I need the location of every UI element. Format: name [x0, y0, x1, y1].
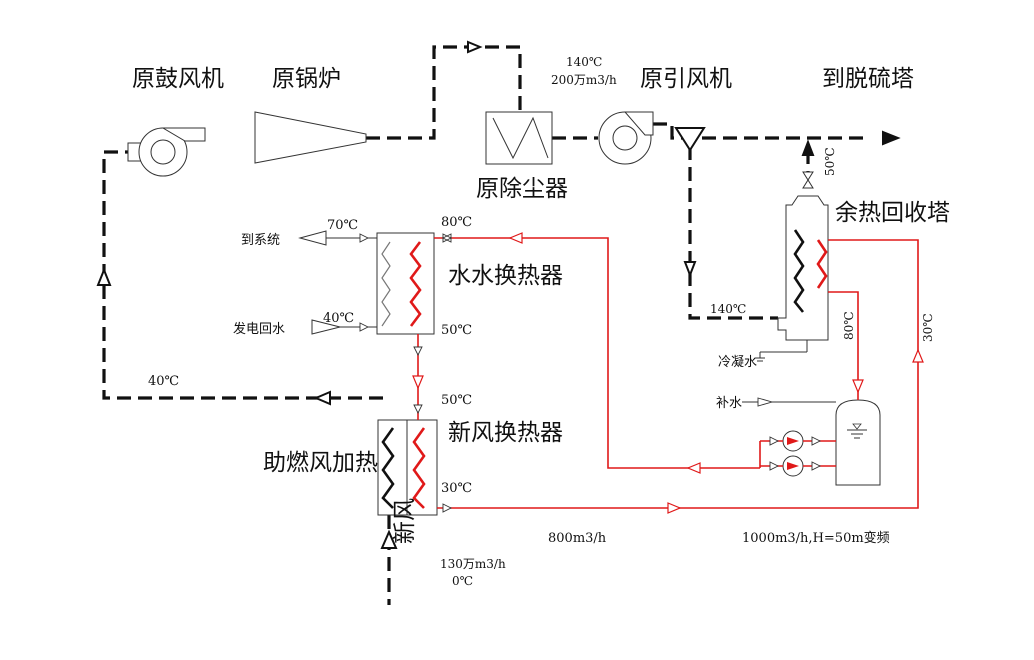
- water-hx-symbol: [376, 232, 435, 335]
- temp-80-side: 80℃: [842, 311, 856, 340]
- temp-30-air: 30℃: [441, 481, 472, 496]
- air-hx-label: 新风换热器: [448, 420, 563, 446]
- temp-50-air: 50℃: [441, 393, 472, 408]
- system-lines: [298, 230, 836, 407]
- power-return-label: 发电回水: [233, 321, 285, 337]
- pump-spec: 1000m3/h,H=50m变频: [742, 530, 890, 546]
- temp-30-side: 30℃: [921, 313, 935, 342]
- temp-80-hx: 80℃: [441, 215, 472, 230]
- drum-fan-symbol: [127, 127, 206, 177]
- boiler-label: 原锅炉: [272, 66, 341, 92]
- water-tank-symbol: [835, 399, 881, 486]
- condensate-label: 冷凝水: [718, 354, 757, 370]
- tower-valve: [802, 171, 814, 189]
- boiler-symbol: [254, 111, 367, 164]
- drum-fan-label: 原鼓风机: [132, 66, 224, 92]
- dust-collector-symbol: [485, 111, 553, 165]
- temp-50-hx: 50℃: [441, 323, 472, 338]
- flow-arrows: [96, 40, 901, 549]
- fresh-air-label: 新风: [392, 498, 418, 544]
- waste-heat-tower-label: 余热回收塔: [835, 200, 950, 226]
- small-valves: [413, 233, 822, 513]
- to-system-label: 到系统: [241, 233, 280, 248]
- temp-70: 70℃: [327, 218, 358, 233]
- induced-fan-label: 原引风机: [640, 66, 732, 92]
- dust-collector-label: 原除尘器: [476, 176, 568, 202]
- water-hx-label: 水水换热器: [448, 263, 563, 289]
- temp-40-left: 40℃: [148, 374, 179, 389]
- temp-40-in: 40℃: [323, 311, 354, 326]
- temp-140-top: 140℃: [566, 55, 602, 69]
- makeup-water-label: 补水: [716, 396, 742, 411]
- air-hx-symbol: [377, 419, 438, 516]
- temp-140-tower: 140℃: [710, 302, 746, 316]
- combustion-air-label: 助燃风加热: [263, 450, 378, 476]
- damper-symbol: [674, 127, 706, 152]
- flow-800: 800m3/h: [548, 531, 607, 546]
- temp-0: 0℃: [452, 574, 473, 588]
- flow-130: 130万m3/h: [440, 557, 506, 571]
- water-arrows: [412, 232, 924, 514]
- to-desulfur-label: 到脱硫塔: [822, 66, 914, 92]
- induced-fan-symbol: [598, 111, 654, 165]
- temp-50-tower: 50℃: [823, 147, 837, 176]
- pump-group: [782, 430, 804, 477]
- waste-heat-tower-symbol: [755, 195, 829, 362]
- flow-200: 200万m3/h: [551, 73, 617, 87]
